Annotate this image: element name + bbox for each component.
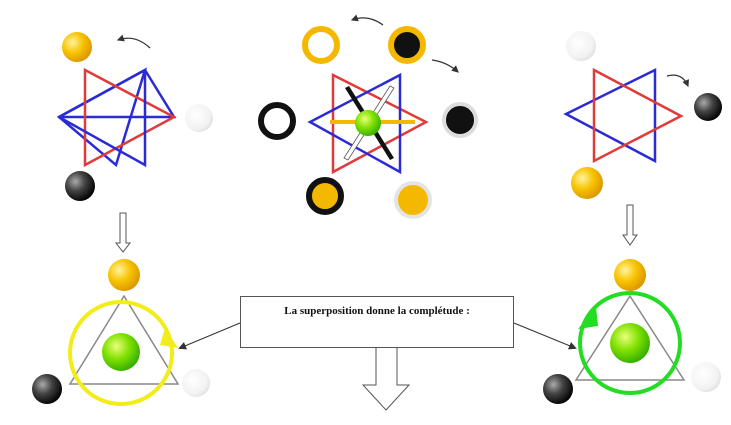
- left-black-ball: [65, 171, 95, 201]
- center-ring-yellow-black-top: [388, 26, 426, 64]
- left-bottom-yellow-ball: [108, 259, 140, 291]
- left-star-red-triangle: [83, 67, 177, 168]
- hollow-down-arrow-icon: [622, 204, 638, 246]
- caption-arrow-left: [178, 322, 241, 350]
- curved-arrow-icon: [350, 14, 384, 26]
- right-bottom-white-ball: [691, 362, 721, 392]
- caption-text: La superposition donne la complétude :: [284, 305, 470, 317]
- center-ring-black-yellow-bottom: [306, 177, 344, 215]
- left-white-ball: [185, 104, 213, 132]
- center-ring-black-white-left: [258, 102, 296, 140]
- right-white-ball: [566, 31, 596, 61]
- right-rotation-circle-icon: [578, 291, 682, 395]
- left-star-blue-edge: [58, 70, 147, 168]
- left-rotation-arrowhead: [160, 328, 178, 348]
- left-result-group: [32, 259, 210, 406]
- left-star-blue-triangle-down: [56, 67, 148, 168]
- curved-arrow-icon: [116, 34, 151, 49]
- left-bottom-green-ball: [102, 333, 140, 371]
- center-ring-yellow-white-top: [302, 26, 340, 64]
- center-green-ball: [355, 110, 381, 136]
- caption-box: La superposition donne la complétude :: [240, 296, 514, 348]
- right-star-red-triangle: [592, 67, 684, 164]
- center-ring-white-black-right: [442, 102, 478, 138]
- left-bottom-black-ball: [32, 374, 62, 404]
- left-star-group: [56, 32, 213, 201]
- right-star-blue-triangle: [563, 67, 657, 164]
- right-star-group: [563, 31, 722, 199]
- caption-arrow-right: [513, 322, 577, 350]
- curved-arrow-icon: [666, 74, 689, 88]
- left-bottom-white-ball: [182, 369, 210, 397]
- right-bottom-black-ball: [543, 374, 573, 404]
- left-star-blue-triangle: [58, 68, 177, 119]
- center-ring-white-yellow-bottom: [394, 181, 432, 219]
- right-bottom-green-ball: [610, 323, 650, 363]
- left-rotation-circle-icon: [68, 300, 174, 406]
- center-star-group: [258, 14, 478, 219]
- right-grey-triangle: [574, 294, 686, 381]
- right-rotation-arrowhead: [578, 307, 598, 329]
- left-grey-triangle: [68, 294, 180, 385]
- hollow-down-arrow-icon: [114, 212, 132, 253]
- left-yellow-ball: [62, 32, 92, 62]
- right-black-ball: [694, 93, 722, 121]
- curved-arrow-icon: [431, 59, 459, 73]
- right-bottom-yellow-ball: [614, 259, 646, 291]
- right-result-group: [543, 259, 721, 404]
- right-yellow-ball: [571, 167, 603, 199]
